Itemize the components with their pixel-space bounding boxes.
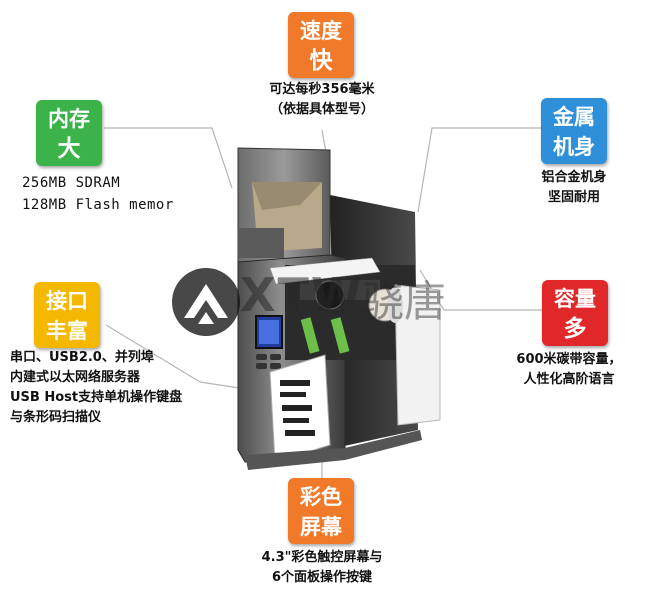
memory-desc: 256MB SDRAM 128MB Flash memor [22,172,174,216]
screen-desc: 4.3"彩色触控屏幕与 6个面板操作按键 [236,548,408,588]
capacity-badge: 容量 多 [542,280,608,346]
metal-desc-line: 坚固耐用 [547,190,600,205]
screen-badge-line2: 屏幕 [300,515,342,539]
line-metal [417,127,548,213]
memory-badge: 内存 大 [36,100,102,166]
interface-desc: 串口、USB2.0、并列埠 内建式以太网络服务器 USB Host支持单机操作键… [10,348,182,428]
metal-desc: 铝合金机身 坚固耐用 [514,168,634,208]
interface-badge: 接口 丰富 [34,282,100,348]
line-memory [104,127,233,189]
speed-desc-line: 可达每秒356毫米 [269,82,375,97]
watermark-chinese: 骁唐 [362,277,447,326]
speed-badge-line1: 速度 [300,19,342,43]
interface-desc-line: 串口、USB2.0、并列埠 [10,350,154,365]
speed-badge: 速度 快 [288,12,354,78]
interface-desc-line: 与条形码扫描仪 [10,410,102,425]
memory-badge-line2: 大 [57,136,81,162]
watermark-logo-icon [172,268,240,336]
interface-badge-line2: 丰富 [46,319,88,343]
capacity-desc-line: 人性化高阶语言 [523,372,615,387]
capacity-desc-line: 600米碳带容量， [516,352,622,367]
screen-desc-line: 6个面板操作按键 [271,570,373,585]
metal-badge: 金属 机身 [541,98,607,164]
speed-desc-line: （依据具体型号） [269,102,374,117]
memory-badge-line1: 内存 [48,107,90,131]
line-interface [105,324,253,391]
interface-badge-line1: 接口 [46,289,88,313]
watermark-latin: XTW [240,268,364,322]
screen-badge: 彩色 屏幕 [288,478,354,544]
metal-badge-line2: 机身 [553,135,595,159]
capacity-badge-line1: 容量 [554,287,596,311]
screen-badge-line1: 彩色 [300,485,342,509]
speed-desc: 可达每秒356毫米 （依据具体型号） [244,80,400,120]
screen-desc-line: 4.3"彩色触控屏幕与 [261,550,383,565]
capacity-desc: 600米碳带容量， 人性化高阶语言 [494,350,644,390]
memory-desc-line: 256MB SDRAM [22,175,121,191]
interface-desc-line: USB Host支持单机操作键盘 [10,390,183,405]
metal-badge-line1: 金属 [553,105,595,129]
speed-badge-line2: 快 [309,48,333,74]
capacity-badge-line2: 多 [563,316,587,342]
metal-desc-line: 铝合金机身 [541,170,607,185]
memory-desc-line: 128MB Flash memor [22,197,174,213]
interface-desc-line: 内建式以太网络服务器 [10,370,141,385]
line-capacity [419,269,542,311]
